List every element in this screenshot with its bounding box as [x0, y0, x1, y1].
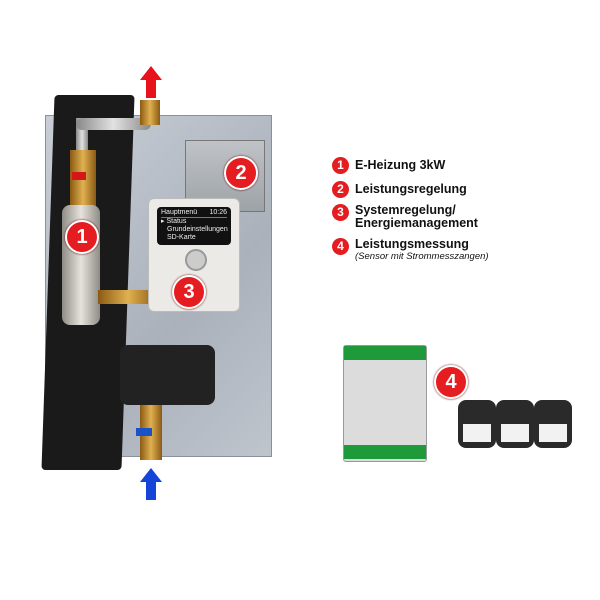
- badge-2: 2: [224, 156, 258, 190]
- current-clamp: [496, 400, 534, 448]
- legend-item: 3 Systemregelung/Energiemanagement: [332, 204, 489, 230]
- terminal-block: [344, 346, 426, 360]
- pipe-brass: [98, 290, 158, 304]
- menu-title: Hauptmenü: [161, 209, 198, 216]
- legend-item: 1 E-Heizung 3kW: [332, 155, 489, 175]
- menu-time: 10:26: [209, 209, 227, 216]
- menu-item: ▸ Status: [161, 218, 187, 225]
- legend-label: Leistungsmessung: [355, 237, 469, 251]
- arrow-up-inlet-icon: [146, 482, 156, 500]
- legend-label: Energiemanagement: [355, 216, 478, 230]
- outlet-fitting: [140, 100, 160, 125]
- menu-item: Grundeinstellungen: [167, 226, 228, 233]
- legend-item: 4 Leistungsmessung(Sensor mit Strommessza…: [332, 238, 489, 262]
- valve-handle: [136, 428, 152, 436]
- arrow-up-outlet-icon: [146, 80, 156, 98]
- valve-fitting: [70, 150, 96, 210]
- legend-item: 2 Leistungsregelung: [332, 179, 489, 199]
- legend-badge: 3: [332, 204, 349, 221]
- legend-label: E-Heizung 3kW: [355, 157, 446, 172]
- pipe: [76, 118, 151, 130]
- legend: 1 E-Heizung 3kW 2 Leistungsregelung 3 Syste…: [332, 155, 489, 262]
- valve-handle: [72, 172, 86, 180]
- legend-label: Leistungsregelung: [355, 181, 467, 196]
- circulation-pump: [120, 345, 215, 405]
- badge-4: 4: [434, 365, 468, 399]
- terminal-block: [344, 445, 426, 459]
- badge-1: 1: [65, 220, 99, 254]
- power-meter: [343, 345, 427, 462]
- legend-badge: 4: [332, 238, 349, 255]
- current-clamp: [534, 400, 572, 448]
- controller-display: Hauptmenü 10:26 ▸ Status Grundeinstellung…: [157, 207, 231, 245]
- control-knob: [185, 249, 207, 271]
- legend-badge: 1: [332, 156, 349, 174]
- legend-note: (Sensor mit Strommesszangen): [355, 251, 489, 262]
- arrow-up-outlet-icon: [140, 66, 162, 80]
- current-clamp: [458, 400, 496, 448]
- legend-label: Systemregelung/: [355, 203, 456, 217]
- menu-item: SD-Karte: [167, 234, 196, 241]
- arrow-up-inlet-icon: [140, 468, 162, 482]
- badge-3: 3: [172, 275, 206, 309]
- legend-badge: 2: [332, 180, 349, 198]
